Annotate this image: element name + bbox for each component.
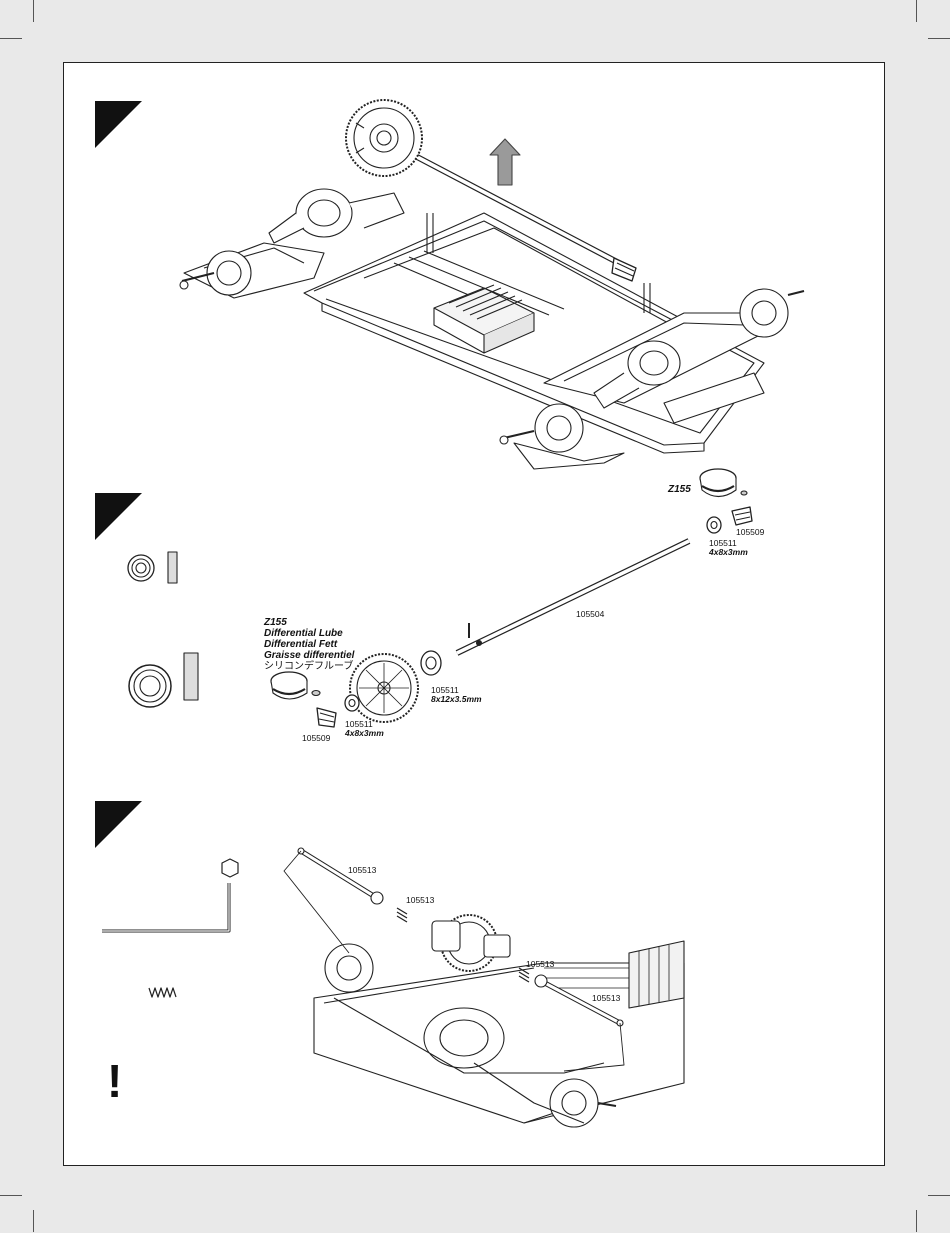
- driveshaft-a-part-number: 105513: [348, 865, 376, 875]
- top-lube-label: Z155: [668, 485, 691, 495]
- small-bearing-size: 4x8x3mm: [345, 728, 384, 738]
- crop-mark: [928, 1195, 950, 1196]
- shaft-part-number: 105504: [576, 609, 604, 619]
- crop-mark: [928, 38, 950, 39]
- warning-exclamation-icon: !: [107, 1058, 122, 1104]
- crop-mark: [916, 1210, 917, 1232]
- crop-mark: [33, 1210, 34, 1232]
- lube-name-de: Differential Fett: [264, 639, 337, 650]
- lube-name-en: Differential Lube: [264, 628, 343, 639]
- crop-mark: [0, 1195, 22, 1196]
- instruction-page: Z155 105509 105511 4x8x3mm 105504 Z155 D…: [63, 62, 885, 1166]
- top-bearing-size: 4x8x3mm: [709, 547, 748, 557]
- lube-name-fr: Graisse differentiel: [264, 650, 354, 661]
- top-pinion-part-number: 105509: [736, 527, 764, 537]
- setscrew-b-part-number: 105513: [526, 959, 554, 969]
- setscrew-a-part-number: 105513: [406, 895, 434, 905]
- lube-title: Z155: [264, 617, 287, 628]
- large-bearing-size: 8x12x3.5mm: [431, 694, 482, 704]
- driveshaft-b-part-number: 105513: [592, 993, 620, 1003]
- bottom-pinion-part-number: 105509: [302, 733, 330, 743]
- crop-mark: [33, 0, 34, 22]
- step-3-driveshaft-illustration: [64, 63, 886, 1163]
- crop-mark: [916, 0, 917, 22]
- lube-name-jp: シリコンデフルーブ: [264, 661, 353, 672]
- crop-mark: [0, 38, 22, 39]
